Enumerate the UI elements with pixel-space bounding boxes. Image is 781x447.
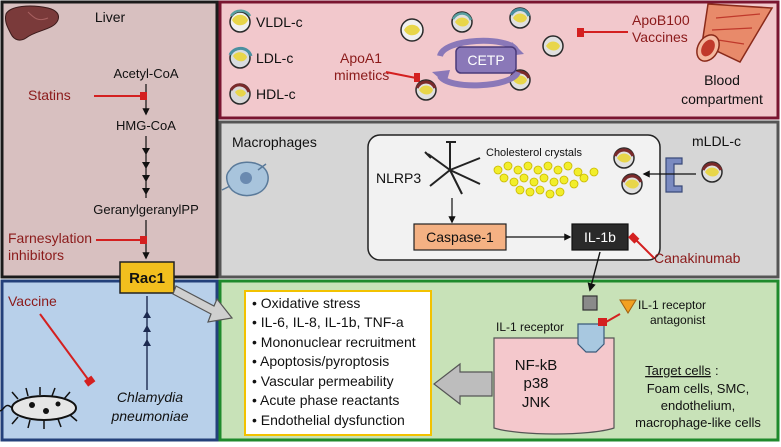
arrow-il1b-secretion (587, 251, 601, 292)
cholesterol-crystals-label: Cholesterol crystals (486, 147, 582, 159)
target-cells-colon: : (715, 363, 719, 378)
apob100-label-2: Vaccines (632, 29, 688, 45)
lipoprotein-icon-hdl (229, 83, 251, 105)
hdl-label: HDL-c (256, 86, 296, 102)
effect-item: • Mononuclear recruitment (252, 334, 416, 350)
blood-compartment-label-2: compartment (681, 91, 763, 107)
effect-item: • Endothelial dysfunction (252, 412, 405, 428)
vaccine-inhibition (39, 313, 96, 387)
cell-to-effects-arrow (433, 362, 493, 406)
signaling-p38: p38 (523, 375, 548, 392)
target-cells-line: Foam cells, SMC, (647, 381, 750, 396)
oxidized-ldl-particles (613, 147, 723, 195)
vldl-label: VLDL-c (256, 14, 303, 30)
antagonist-triangle-icon (619, 299, 637, 314)
farnesylation-inhibition (96, 236, 147, 244)
multi-step-arrows (142, 136, 150, 198)
farnesylation-label-2: inhibitors (8, 247, 64, 263)
signaling-nfkb: NF-kB (515, 357, 558, 374)
apoa1-label-1: ApoA1 (340, 50, 382, 66)
signaling-jnk: JNK (522, 394, 550, 411)
chlamydia-activation-arrows (143, 296, 151, 390)
cetp-box (455, 46, 517, 74)
rac1-label: Rac1 (129, 270, 165, 287)
cholesterol-crystals (493, 161, 599, 199)
pathogen-label-1: Chlamydia (117, 389, 183, 405)
bacterium-icon (0, 387, 78, 429)
receptor-icon (665, 157, 683, 193)
apoa1-label-2: mimetics (334, 67, 389, 83)
il1b-box (571, 223, 629, 251)
effect-item: • Oxidative stress (252, 295, 360, 311)
ldl-label: LDL-c (256, 50, 293, 66)
rac1-to-effects-arrow (172, 285, 234, 323)
il1-antagonist-label-2: antagonist (650, 313, 706, 327)
effect-item: • Apoptosis/pyroptosis (252, 353, 389, 369)
il1-receptor-label: IL-1 receptor (496, 320, 564, 334)
liver-icon (5, 5, 59, 41)
effects-box (244, 290, 432, 436)
cetp-label: CETP (467, 52, 504, 68)
lipoprotein-icon (229, 9, 252, 33)
canakinumab-label: Canakinumab (654, 250, 741, 266)
effect-item: • Vascular permeability (252, 373, 394, 389)
target-cells-line: macrophage-like cells (635, 415, 761, 430)
pathogen-label-2: pneumoniae (110, 408, 188, 424)
antagonist-inhibition (598, 313, 621, 326)
canakinumab-inhibition (628, 232, 655, 259)
nlrp3-icon (424, 141, 481, 195)
macrophages-title: Macrophages (232, 134, 317, 150)
target-cells-line: endothelium, (661, 398, 735, 413)
rac1-box (119, 261, 175, 294)
liver-panel (0, 0, 219, 279)
vessel-icon (696, 3, 774, 63)
statins-label: Statins (28, 87, 71, 103)
lipoprotein-cluster (400, 7, 564, 101)
vaccine-label: Vaccine (8, 293, 57, 309)
farnesylation-label-1: Farnesylation (8, 230, 92, 246)
blood-compartment-label-1: Blood (704, 72, 740, 88)
apoa1-inhibition (385, 71, 420, 82)
lipoprotein-icon-ldl (228, 46, 253, 69)
target-cell (493, 337, 615, 435)
effect-item: • Acute phase reactants (252, 392, 399, 408)
liver-title: Liver (95, 9, 126, 25)
il1b-label: IL-1b (584, 229, 616, 245)
apob100-inhibition (577, 28, 628, 37)
acetyl-coa-label: Acetyl-CoA (113, 66, 178, 81)
geranylgeranylpp-label: GeranylgeranylPP (93, 202, 199, 217)
target-cells-title: Target cells (645, 363, 711, 378)
mldl-label: mLDL-c (692, 133, 741, 149)
statins-inhibition (94, 92, 147, 100)
caspase-label: Caspase-1 (426, 229, 494, 245)
effect-item: • IL-6, IL-8, IL-1b, TNF-a (252, 314, 404, 330)
hmg-coa-label: HMG-CoA (116, 118, 176, 133)
nlrp3-label: NLRP3 (376, 170, 421, 186)
apob100-label-1: ApoB100 (632, 12, 690, 28)
receptor-icon-il1 (577, 323, 605, 353)
caspase-box (413, 223, 507, 251)
il1-antagonist-label-1: IL-1 receptor (638, 298, 706, 312)
macrophage-icon (221, 161, 269, 197)
il1b-ligand (582, 295, 598, 311)
